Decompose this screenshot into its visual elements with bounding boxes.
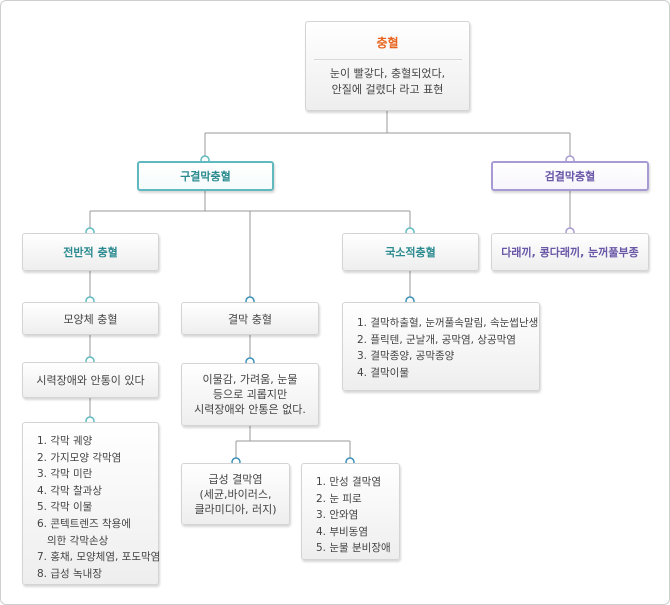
ciliary-hyperemia-label: 모양체 충혈 — [63, 312, 118, 326]
conjunctival-sub-node: 결막 충혈 — [181, 302, 319, 335]
palpebral-hyperemia-label: 검결막충혈 — [544, 170, 596, 183]
conj-symptom-line3: 시력장애와 안통은 없다. — [194, 403, 306, 416]
diffuse-hyperemia-node: 전반적 충혈 — [22, 233, 159, 271]
conj-symptom-line1: 이물감, 가려움, 눈물 — [202, 373, 298, 386]
diffuse-hyperemia-label: 전반적 충혈 — [63, 246, 118, 259]
ciliary-symptom-node: 시력장애와 안통이 있다 — [22, 362, 159, 398]
acute-conjunctivitis-node: 급성 결막염 (세균,바이러스, 클라미디아, 러지) — [181, 463, 290, 525]
root-title: 충혈 — [376, 36, 399, 50]
list-item: 7. 홍채, 모양체염, 포도막염 — [37, 551, 161, 564]
chronic-causes-list: 1. 만성 결막염 2. 눈 피로 3. 안와염 4. 부비동염 5. 눈물 분… — [301, 463, 400, 560]
local-causes-list: 1. 결막하출혈, 눈꺼풀속말림, 속눈썹난생 2. 플릭텐, 군날개, 공막염… — [342, 302, 540, 391]
list-item: 3. 안와염 — [316, 509, 359, 522]
root-desc-line1: 눈이 빨갛다, 충혈되었다, — [329, 67, 446, 80]
list-item: 4. 각막 찰과상 — [37, 484, 102, 497]
local-hyperemia-node: 국소적충혈 — [342, 233, 479, 271]
conjunctival-hyperemia-node: 구결막충혈 — [137, 161, 274, 191]
palpebral-causes-text: 다래끼, 콩다래끼, 눈꺼풀부종 — [501, 246, 639, 259]
list-item: 4. 결막이물 — [357, 366, 409, 379]
list-item: 1. 결막하출혈, 눈꺼풀속말림, 속눈썹난생 — [357, 317, 539, 329]
conj-symptom-line2: 등으로 괴롭지만 — [212, 388, 288, 401]
acute-line3: 클라미디아, 러지) — [194, 502, 277, 516]
list-item: 1. 각막 궤양 — [37, 435, 93, 447]
list-item: 5. 눈물 분비장애 — [316, 542, 391, 555]
root-node: 충혈 눈이 빨갛다, 충혈되었다, 안질에 걸렸다 라고 표현 — [305, 21, 470, 111]
local-hyperemia-label: 국소적충혈 — [385, 246, 436, 259]
root-desc-line2: 안질에 걸렸다 라고 표현 — [331, 83, 444, 96]
list-item: 의한 각막손상 — [37, 534, 109, 547]
list-item: 2. 플릭텐, 군날개, 공막염, 상공막염 — [357, 333, 516, 346]
list-item: 8. 급성 녹내장 — [37, 567, 102, 580]
list-item: 2. 가지모양 각막염 — [37, 451, 122, 464]
list-item: 5. 각막 이물 — [37, 501, 93, 514]
ciliary-symptom-text: 시력장애와 안통이 있다 — [36, 374, 145, 387]
acute-line2: (세균,바이러스, — [199, 487, 272, 501]
acute-line1: 급성 결막염 — [208, 472, 263, 486]
list-item: 6. 콘텍트렌즈 착용에 — [37, 517, 131, 530]
list-item: 4. 부비동염 — [316, 525, 368, 538]
ciliary-causes-list: 1. 각막 궤양 2. 가지모양 각막염 3. 각막 미란 4. 각막 찰과상 … — [22, 422, 161, 585]
list-item: 2. 눈 피로 — [316, 492, 362, 505]
list-item: 3. 결막종양, 공막종양 — [357, 350, 455, 363]
conjunctival-sub-label: 결막 충혈 — [228, 312, 272, 326]
conjunctival-hyperemia-label: 구결막충혈 — [180, 170, 231, 183]
conjunctival-symptom-node: 이물감, 가려움, 눈물 등으로 괴롭지만 시력장애와 안통은 없다. — [181, 363, 319, 426]
palpebral-hyperemia-node: 검결막충혈 — [491, 161, 649, 191]
palpebral-causes-node: 다래끼, 콩다래끼, 눈꺼풀부종 — [491, 233, 649, 271]
ciliary-hyperemia-node: 모양체 충혈 — [22, 302, 159, 335]
root-divider — [313, 59, 462, 60]
list-item: 3. 각막 미란 — [37, 468, 93, 481]
list-item: 1. 만성 결막염 — [316, 476, 381, 488]
